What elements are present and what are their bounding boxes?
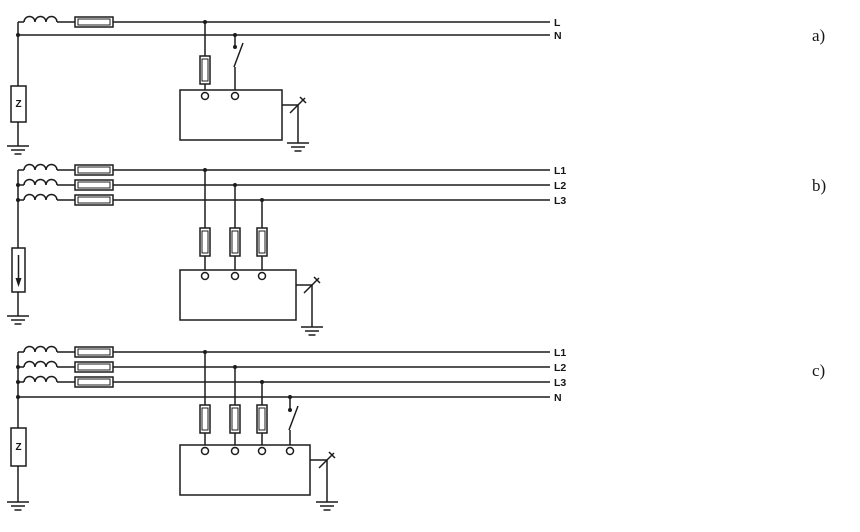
panel-c: Z L1 L2 L3 N c) — [6, 345, 825, 511]
device-box — [179, 444, 311, 496]
junction-dot — [16, 33, 20, 37]
fuse-symbol — [74, 376, 114, 388]
terminal — [230, 91, 240, 101]
ground-symbol — [300, 326, 324, 336]
fuse-symbol — [256, 227, 268, 257]
fuse-symbol — [229, 227, 241, 257]
device-box — [179, 89, 283, 141]
terminal — [257, 271, 267, 281]
inductor-symbol — [23, 163, 58, 171]
junction-dot — [260, 380, 264, 384]
panel-letter-c: c) — [812, 361, 825, 380]
terminal — [200, 91, 210, 101]
impedance-label: Z — [15, 99, 21, 110]
wires — [17, 169, 550, 327]
fuse-symbol — [199, 404, 211, 434]
panel-a: Z L N a) — [6, 15, 825, 155]
fuse-symbol — [74, 361, 114, 373]
inductor-symbol — [23, 375, 58, 383]
fuse-symbol — [256, 404, 268, 434]
inductor-symbol — [23, 345, 58, 353]
surge-arrester-symbol — [11, 247, 26, 293]
device-box — [179, 269, 297, 321]
junction-dot — [233, 33, 237, 37]
line-label-l1: L1 — [554, 347, 566, 359]
fuse-symbol — [74, 346, 114, 358]
junction-dot — [203, 350, 207, 354]
wires — [17, 21, 550, 146]
fuse-symbol — [74, 16, 114, 28]
impedance-label: Z — [15, 442, 21, 453]
switch-symbol — [233, 42, 244, 68]
inductor-symbol — [23, 193, 58, 201]
line-label-n: N — [554, 30, 562, 42]
line-label-n: N — [554, 392, 562, 404]
ground-symbol — [6, 501, 30, 511]
terminal — [257, 446, 267, 456]
junction-dot — [16, 198, 20, 202]
inductor-symbol — [23, 360, 58, 368]
fuse-symbol — [74, 194, 114, 206]
junction-dot — [16, 365, 20, 369]
impedance-box — [10, 85, 27, 123]
line-label-l: L — [554, 17, 561, 29]
inductor-symbol — [23, 178, 58, 186]
junction-dot — [203, 20, 207, 24]
figure-root: Z L N a) — [6, 15, 826, 511]
junction-dot — [233, 183, 237, 187]
terminal — [200, 271, 210, 281]
terminal — [230, 446, 240, 456]
line-label-l3: L3 — [554, 377, 566, 389]
junction-dot — [16, 183, 20, 187]
panel-letter-b: b) — [812, 176, 826, 195]
impedance-box — [10, 427, 27, 467]
terminal — [285, 446, 295, 456]
terminal — [200, 446, 210, 456]
fuse-symbol — [199, 55, 211, 85]
fuse-symbol — [199, 227, 211, 257]
terminal — [230, 271, 240, 281]
line-label-l2: L2 — [554, 180, 566, 192]
junction-dot — [203, 168, 207, 172]
ground-symbol — [6, 145, 30, 155]
junction-dot — [260, 198, 264, 202]
wires — [17, 351, 550, 502]
line-label-l2: L2 — [554, 362, 566, 374]
junction-dot — [16, 380, 20, 384]
junction-dot — [288, 395, 292, 399]
ground-symbol — [315, 501, 339, 511]
ground-symbol — [6, 315, 30, 325]
junction-dot — [233, 365, 237, 369]
fuse-symbol — [229, 404, 241, 434]
fuse-symbol — [74, 179, 114, 191]
ground-symbol — [286, 142, 310, 152]
inductor-symbol — [23, 15, 58, 23]
switch-symbol — [288, 405, 299, 431]
fuse-symbol — [74, 164, 114, 176]
line-label-l3: L3 — [554, 195, 566, 207]
panel-letter-a: a) — [812, 26, 825, 45]
junction-dot — [16, 395, 20, 399]
line-label-l1: L1 — [554, 165, 566, 177]
panel-b: L1 L2 L3 b) — [6, 163, 826, 336]
